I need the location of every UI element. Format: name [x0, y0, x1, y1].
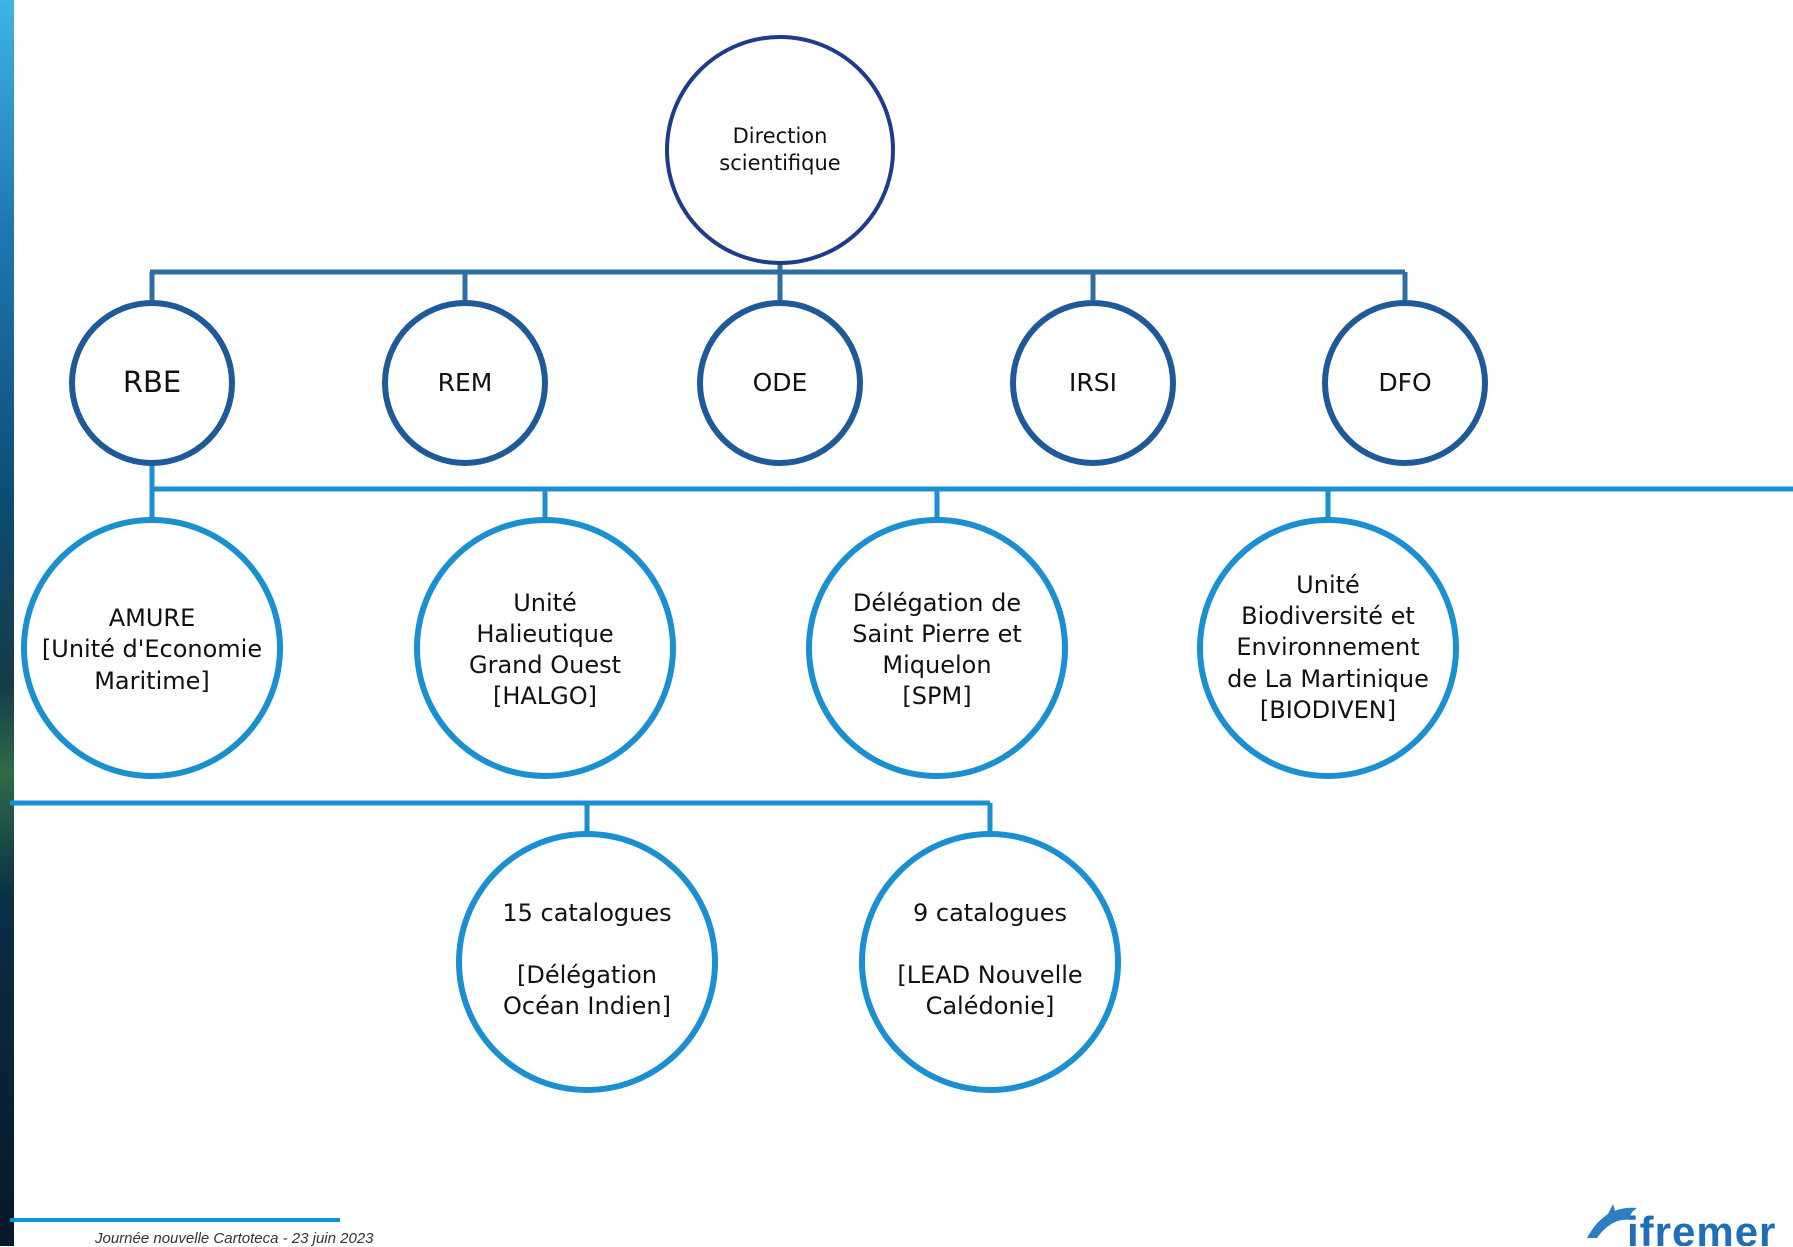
directorate-circle-irsi [1010, 300, 1176, 466]
catalogue-circle-2 [859, 831, 1121, 1093]
dolphin-icon [1587, 1204, 1637, 1238]
directorate-label-rem: REM [437, 367, 493, 397]
node-circles [21, 35, 1488, 1093]
unit-label-halgo: Unité Halieutique Grand Ouest [HALGO] [468, 588, 622, 711]
footer-caption: Journée nouvelle Cartoteca - 23 juin 202… [95, 1230, 374, 1247]
directorate-circle-dfo [1322, 300, 1488, 466]
root-node-label: Direction scientifique [719, 123, 841, 175]
directorate-label-ode: ODE [752, 367, 808, 397]
directorate-label-dfo: DFO [1378, 367, 1432, 397]
unit-circle-halgo [414, 517, 676, 779]
footer-rule [10, 1218, 340, 1222]
directorate-circle-rbe [69, 300, 235, 466]
unit-circle-biodiven [1197, 517, 1459, 779]
logo-wordmark: ifremer [1627, 1208, 1777, 1246]
unit-label-biodiven: Unité Biodiversité et Environnement de L… [1227, 571, 1429, 724]
unit-label-amure: AMURE [Unité d'Economie Maritime] [41, 604, 263, 695]
unit-label-spm: Délégation de Saint Pierre et Miquelon [… [852, 588, 1022, 711]
unit-circle-spm [806, 517, 1068, 779]
background-image-strip [0, 0, 14, 1246]
unit-circle-amure [21, 517, 283, 779]
root-node-circle [665, 35, 895, 265]
directorate-circle-rem [382, 300, 548, 466]
ifremer-logo: ifremer [1585, 1198, 1793, 1246]
connector-lines [10, 240, 1793, 833]
catalogue-circle-1 [456, 831, 718, 1093]
directorate-circle-ode [697, 300, 863, 466]
directorate-label-irsi: IRSI [1069, 367, 1117, 397]
catalogue-label-2: 9 catalogues [LEAD Nouvelle Calédonie] [897, 898, 1083, 1021]
catalogue-label-1: 15 catalogues [Délégation Océan Indien] [502, 898, 672, 1021]
directorate-label-rbe: RBE [122, 365, 182, 400]
